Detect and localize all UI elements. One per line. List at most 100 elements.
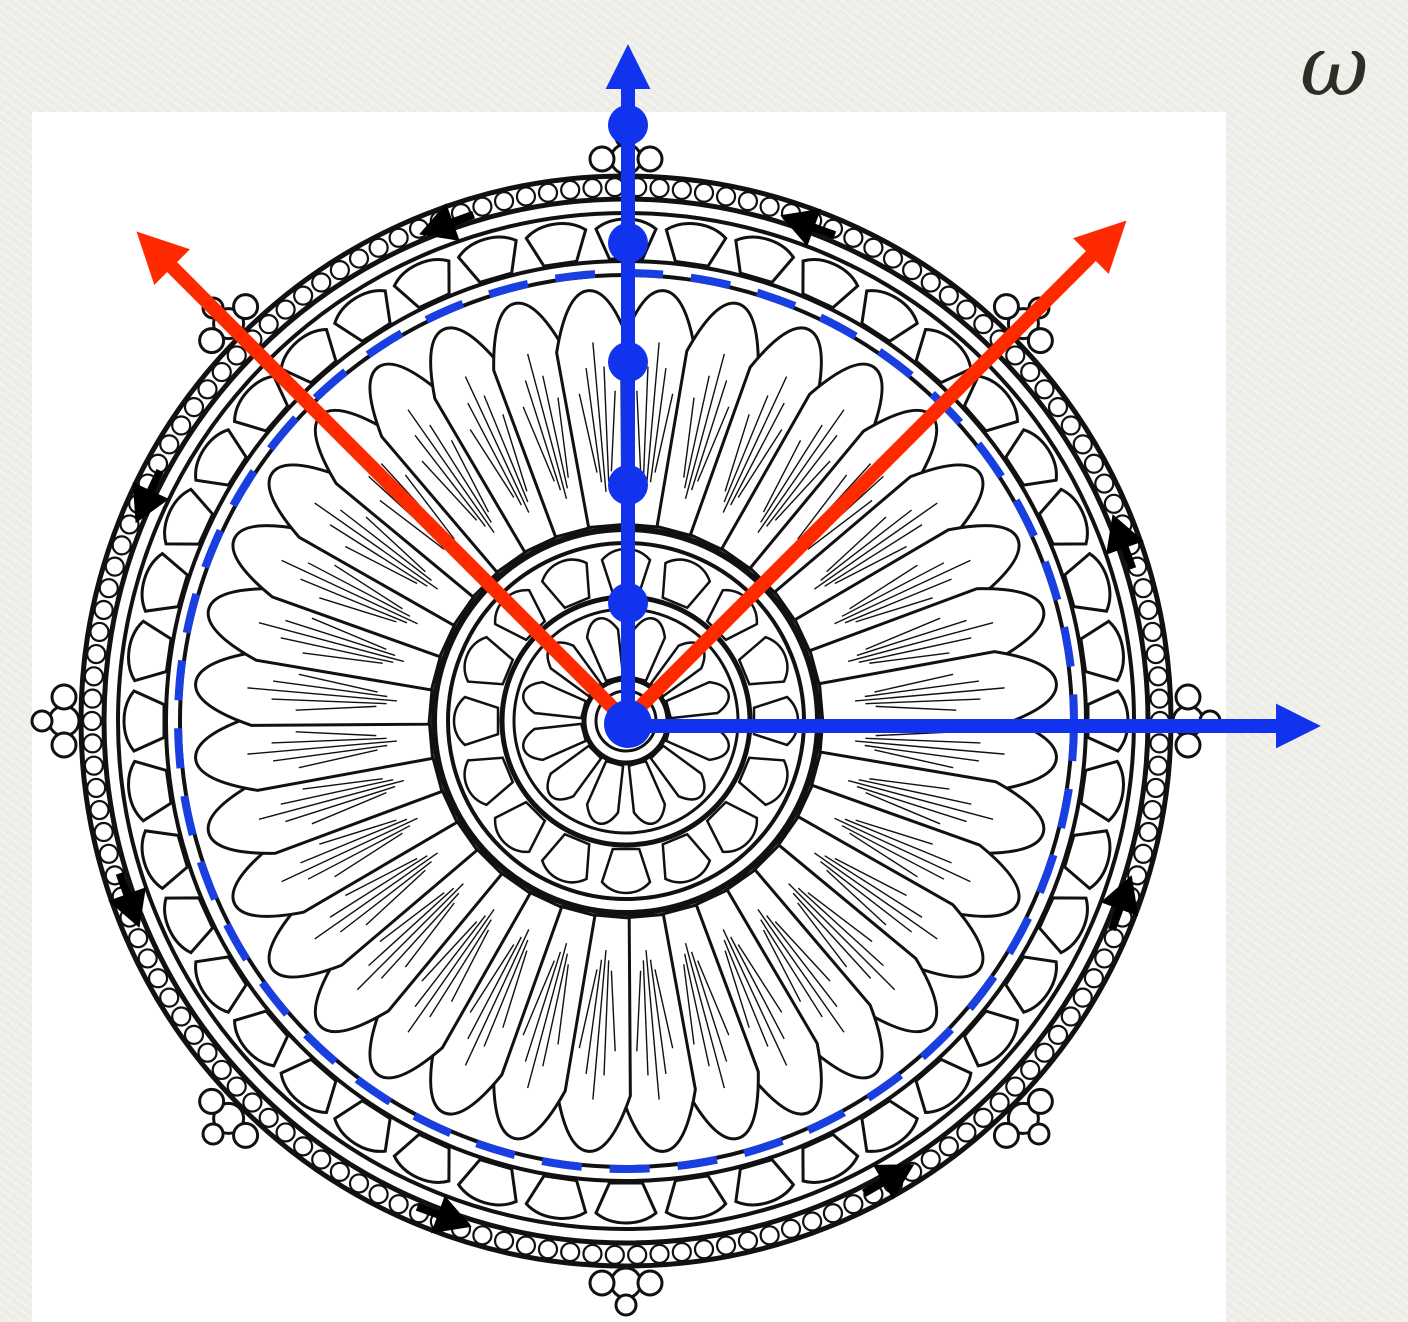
border-bead: [388, 1194, 409, 1215]
outer-lotus-petal: [801, 1132, 860, 1184]
outer-lotus-petal: [1079, 619, 1125, 683]
petal-vein: [281, 817, 418, 883]
petal-vein: [690, 380, 728, 491]
outer-lotus-petal: [1037, 896, 1089, 955]
outer-lotus-petal: [1062, 829, 1112, 891]
petal-vein: [610, 390, 616, 472]
knob-bead: [1026, 1087, 1054, 1115]
border-bead: [582, 177, 603, 199]
border-bead: [956, 1122, 977, 1143]
border-bead: [973, 314, 994, 335]
petal-vein: [856, 785, 967, 823]
outer-lotus-petal: [127, 759, 173, 823]
petal-vein: [379, 892, 445, 943]
outer-lotus-petal: [194, 955, 249, 1015]
large-petal: [688, 326, 823, 554]
petal-vein: [483, 395, 529, 503]
petal-vein: [757, 409, 845, 533]
petal-vein: [307, 825, 411, 880]
outer-lotus-petal: [734, 235, 796, 285]
knob-bead: [636, 145, 664, 173]
border-bead: [649, 177, 670, 199]
knob-bead: [588, 145, 616, 173]
petal-vein: [247, 740, 397, 755]
petal-vein: [855, 740, 1005, 755]
border-bead: [560, 179, 581, 201]
petal-vein: [421, 460, 478, 521]
petal-vein: [329, 524, 428, 587]
rotation-arrows: [108, 203, 1144, 1234]
border-bead: [920, 1149, 941, 1170]
large-petal: [793, 783, 1021, 918]
petal-vein: [298, 673, 378, 693]
petal-vein: [849, 832, 918, 878]
petal-vein: [295, 731, 377, 737]
petal-vein: [844, 578, 952, 624]
border-bead: [737, 191, 759, 212]
petal-vein: [557, 397, 569, 478]
border-bead: [128, 928, 149, 949]
petal-vein: [849, 564, 918, 610]
outer-lotus-petal: [1003, 955, 1058, 1015]
petal-vein: [592, 950, 607, 1100]
border-bead: [715, 1235, 737, 1256]
outer-lotus-petal: [233, 374, 290, 433]
petal-vein: [724, 950, 750, 1028]
petal-vein: [642, 366, 649, 482]
knob-bead: [1026, 327, 1054, 355]
petal-vein: [314, 852, 438, 940]
petal-vein: [578, 393, 598, 473]
border-bead: [693, 182, 715, 203]
knob-bead: [1027, 1122, 1051, 1146]
border-bead: [93, 821, 114, 843]
border-bead: [1005, 1076, 1026, 1097]
large-petal: [231, 783, 459, 918]
petal-vein: [280, 637, 394, 664]
border-bead: [242, 1092, 263, 1113]
petal-vein: [834, 559, 971, 625]
petal-vein: [404, 474, 455, 540]
border-bead: [258, 314, 279, 335]
outer-lotus-petal: [140, 829, 190, 891]
petal-vein: [319, 597, 397, 623]
border-bead: [1083, 968, 1105, 989]
outer-lotus-petal: [1003, 427, 1058, 487]
border-bead: [1133, 578, 1154, 599]
petal-vein: [722, 929, 788, 1066]
petal-vein: [407, 909, 495, 1033]
knob-bead: [30, 709, 54, 733]
petal-vein: [826, 516, 887, 573]
petal-vein: [841, 562, 945, 617]
center-petal: [649, 744, 706, 801]
petal-vein: [414, 915, 486, 1008]
inner-lotus-petal: [463, 756, 515, 807]
border-bead: [802, 1211, 823, 1232]
border-bead: [1103, 493, 1124, 514]
outer-lotus-petal: [801, 258, 860, 310]
rotation-arrow-head: [873, 1164, 915, 1200]
petal-vein: [526, 942, 568, 1089]
border-bead: [1148, 666, 1169, 687]
petal-vein: [824, 524, 923, 587]
petal-vein: [730, 936, 785, 1040]
petal-vein: [414, 434, 486, 527]
rotation-arrow-head: [431, 1195, 472, 1234]
petal-vein: [314, 502, 438, 590]
petal-vein: [407, 409, 495, 533]
petal-vein: [429, 424, 492, 523]
outer-lotus-petal: [279, 1057, 338, 1114]
border-bead: [93, 599, 114, 621]
petal-vein: [258, 621, 405, 663]
petal-vein: [797, 474, 848, 540]
border-bead: [956, 299, 977, 320]
border-bead: [515, 1235, 537, 1256]
border-bead: [1034, 1042, 1055, 1063]
border-bead: [671, 1241, 692, 1263]
petal-vein: [683, 397, 695, 478]
petal-vein: [280, 778, 394, 805]
petal-vein: [542, 953, 569, 1067]
border-bead: [582, 1243, 603, 1265]
border-bead: [86, 643, 107, 665]
outer-lotus-petal: [140, 551, 190, 613]
